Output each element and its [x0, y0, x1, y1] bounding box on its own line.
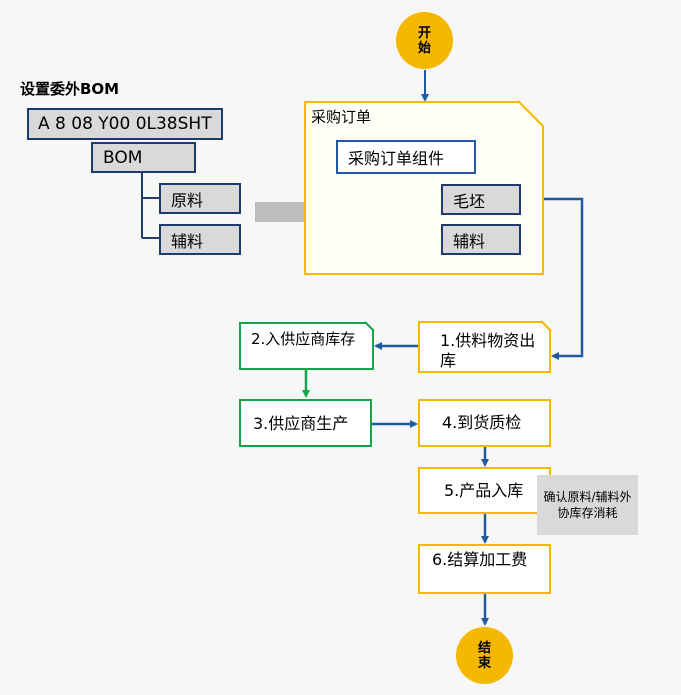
material-code-box: A 8 08 Y00 0L38SHT: [27, 108, 223, 140]
po-component-box: 采购订单组件: [336, 140, 476, 174]
purchase-order-corner: [518, 100, 545, 128]
po-item-blank: 毛坯: [441, 184, 521, 215]
step-1-box: 1.供料物资出库: [418, 321, 551, 373]
step-4-box: 4.到货质检: [418, 399, 551, 447]
bom-panel-title: 设置委外BOM: [20, 80, 120, 98]
bom-item-auxiliary-material: 辅料: [159, 224, 241, 255]
start-node: 开始: [396, 12, 453, 69]
bom-box: BOM: [91, 142, 196, 173]
po-item-auxiliary-material: 辅料: [441, 224, 521, 255]
step-1-label: 1.供料物资出库: [440, 331, 536, 370]
step-4-label: 4.到货质检: [442, 413, 522, 432]
step-6-box: 6.结算加工费: [418, 544, 551, 594]
step-5-box: 5.产品入库: [418, 467, 551, 514]
step-2-label: 2.入供应商库存: [251, 330, 356, 348]
step-3-box: 3.供应商生产: [239, 399, 372, 447]
step-6-label: 6.结算加工费: [432, 550, 528, 569]
bom-tree-lines: [141, 173, 159, 239]
note-text: 确认原料/辅料外协库存消耗: [543, 490, 632, 520]
purchase-order-title: 采购订单: [311, 108, 372, 126]
end-node: 结束: [456, 627, 513, 684]
step-1-corner: [541, 320, 552, 331]
end-label: 结束: [477, 640, 491, 671]
step-2-corner: [365, 321, 375, 331]
step-5-label: 5.产品入库: [444, 480, 524, 500]
inventory-consumption-note: 确认原料/辅料外协库存消耗: [537, 475, 638, 535]
step-3-label: 3.供应商生产: [253, 413, 349, 433]
step-2-box: 2.入供应商库存: [239, 322, 374, 370]
bom-item-raw-material: 原料: [159, 183, 241, 214]
start-label: 开始: [417, 25, 431, 56]
